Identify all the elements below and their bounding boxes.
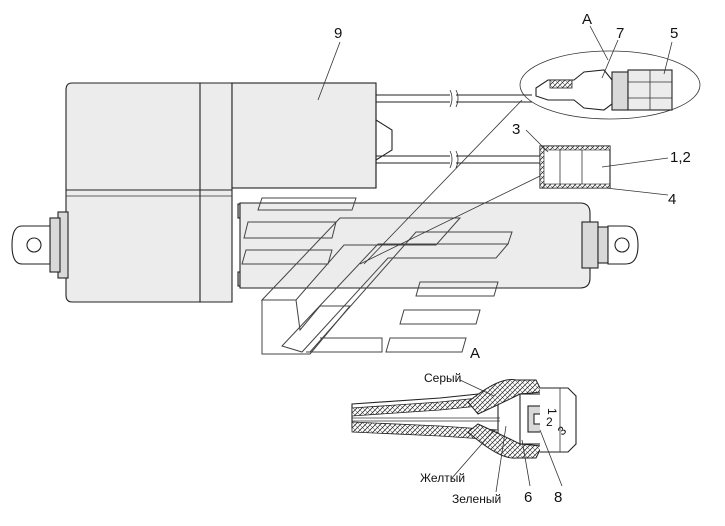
callout-7: 7 [616,25,624,42]
connector-plug-top [519,50,701,120]
label-view-a-top: А [582,11,592,28]
detail-view-a [351,378,577,493]
wire-label-gray: Серый [424,371,461,385]
pin-number-2: 2 [546,415,553,429]
leader-lines [317,25,673,265]
cables [376,89,540,169]
motor-housing [65,82,233,303]
watermark-logo [241,197,513,355]
label-view-a-bottom: А [470,345,480,362]
callout-6: 6 [524,489,532,506]
text-labels: А 9 7 5 3 1,2 4 А Серый Желтый Зеленый 6… [334,11,691,506]
connector-socket [539,145,611,189]
motor-rear-block [231,82,377,189]
callout-8: 8 [554,489,562,506]
wire-label-green: Зеленый [452,492,501,506]
wire-label-yellow: Желтый [420,471,465,485]
pin-number-1: 1 [545,408,559,415]
callout-4: 4 [668,191,676,208]
callout-3: 3 [512,121,520,138]
actuator-assembly [11,82,639,303]
callout-9: 9 [334,25,342,42]
callout-1-2: 1,2 [670,149,691,166]
callout-5: 5 [670,25,678,42]
